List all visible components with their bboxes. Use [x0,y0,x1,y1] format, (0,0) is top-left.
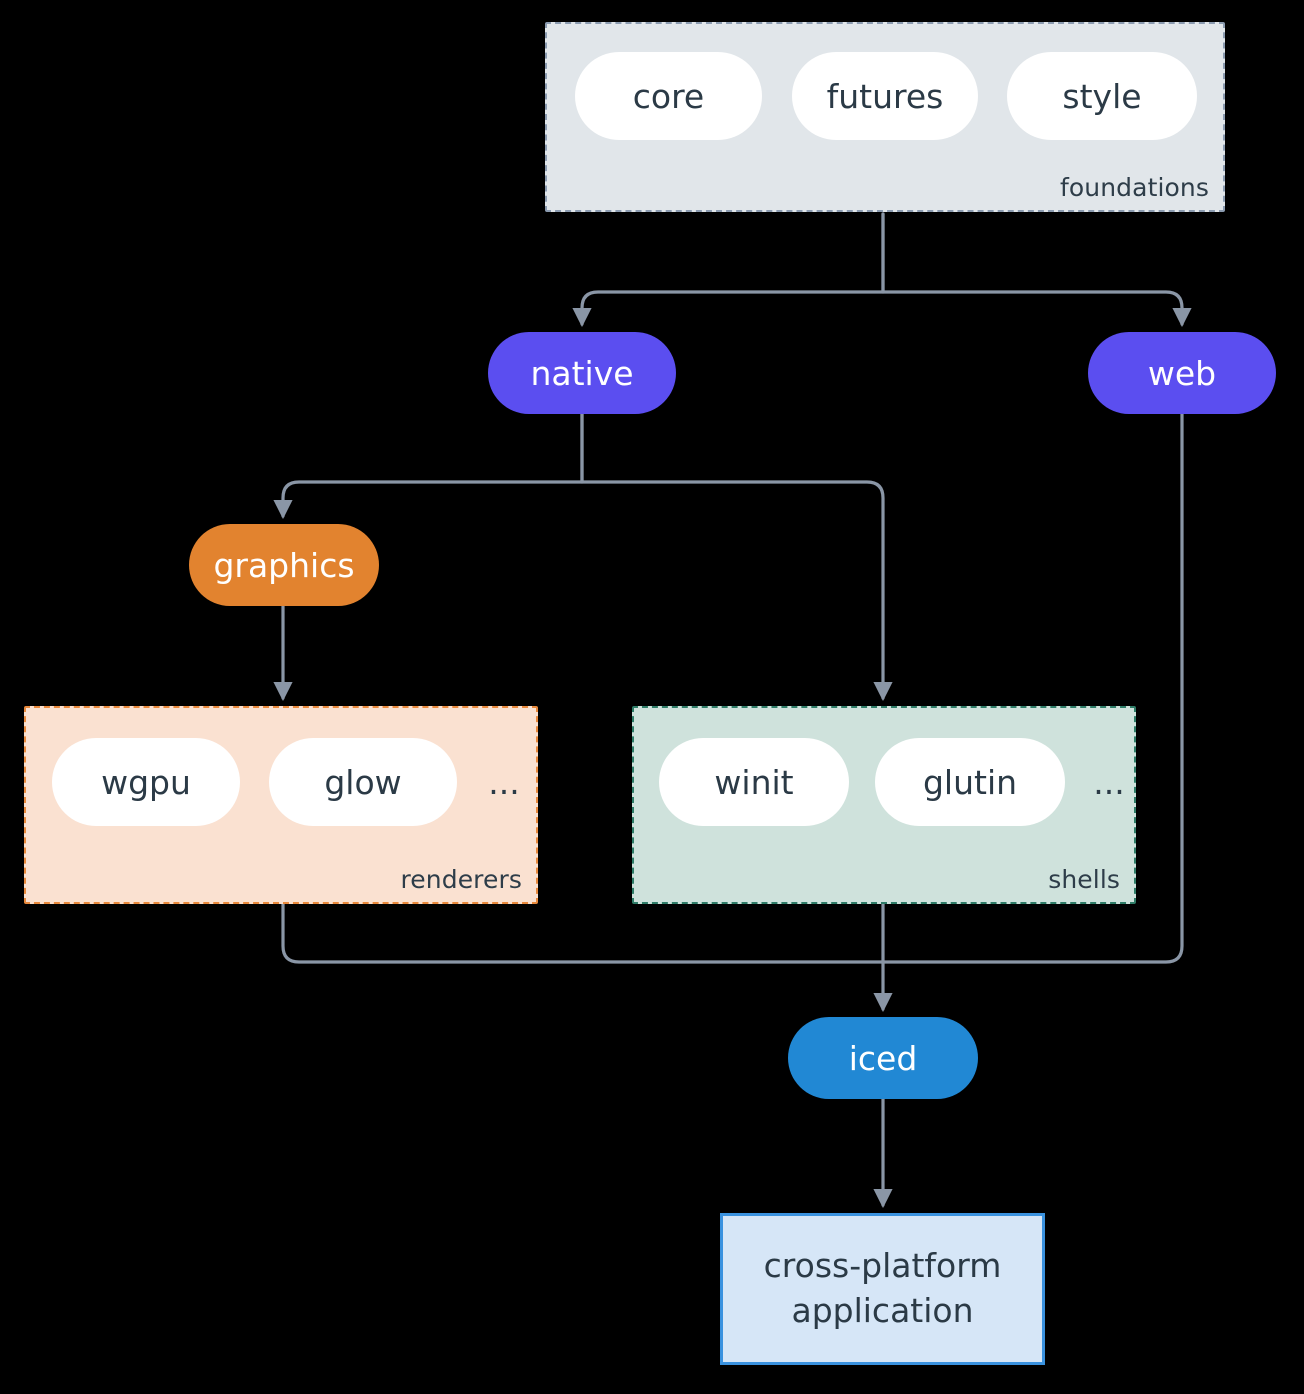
foundations-item-futures[interactable]: futures [792,52,978,140]
cluster-foundations-label: foundations [1060,173,1209,202]
foundations-item-style-label: style [1062,76,1142,116]
foundations-item-core-label: core [632,76,705,116]
application-label-line2: application [791,1291,974,1330]
node-native[interactable]: native [488,332,676,414]
edge-foundations-native [572,212,885,328]
node-iced[interactable]: iced [788,1017,978,1099]
node-cross-platform-application[interactable]: cross-platform application [720,1213,1045,1365]
renderers-item-wgpu[interactable]: wgpu [52,738,240,826]
node-native-label: native [530,353,634,393]
foundations-item-core[interactable]: core [575,52,762,140]
cluster-renderers-label: renderers [400,865,522,894]
shells-item-winit[interactable]: winit [659,738,849,826]
node-graphics-label: graphics [213,545,355,585]
renderers-item-glow-label: glow [324,762,402,802]
renderers-more-ellipsis: ... [488,762,520,802]
edge-native-shells [580,412,893,702]
application-label-line1: cross-platform [763,1246,1002,1286]
shells-more-ellipsis: ... [1093,762,1125,802]
shells-item-winit-label: winit [714,762,794,802]
shells-item-glutin[interactable]: glutin [875,738,1065,826]
node-web[interactable]: web [1088,332,1276,414]
edge-renderers-iced [281,902,885,964]
node-graphics[interactable]: graphics [189,524,379,606]
cluster-renderers: wgpu glow ... renderers [24,706,538,904]
node-iced-label: iced [848,1038,918,1078]
node-web-label: web [1147,353,1217,393]
renderers-item-wgpu-label: wgpu [101,762,191,802]
shells-item-glutin-label: glutin [922,762,1018,802]
edge-native-graphics [273,412,584,520]
edge-foundations-web [881,212,1192,328]
cluster-shells: winit glutin ... shells [632,706,1136,904]
cluster-shells-label: shells [1048,865,1120,894]
cluster-foundations: core futures style foundations [545,22,1225,212]
foundations-item-futures-label: futures [826,76,944,116]
foundations-item-style[interactable]: style [1007,52,1197,140]
renderers-item-glow[interactable]: glow [269,738,457,826]
